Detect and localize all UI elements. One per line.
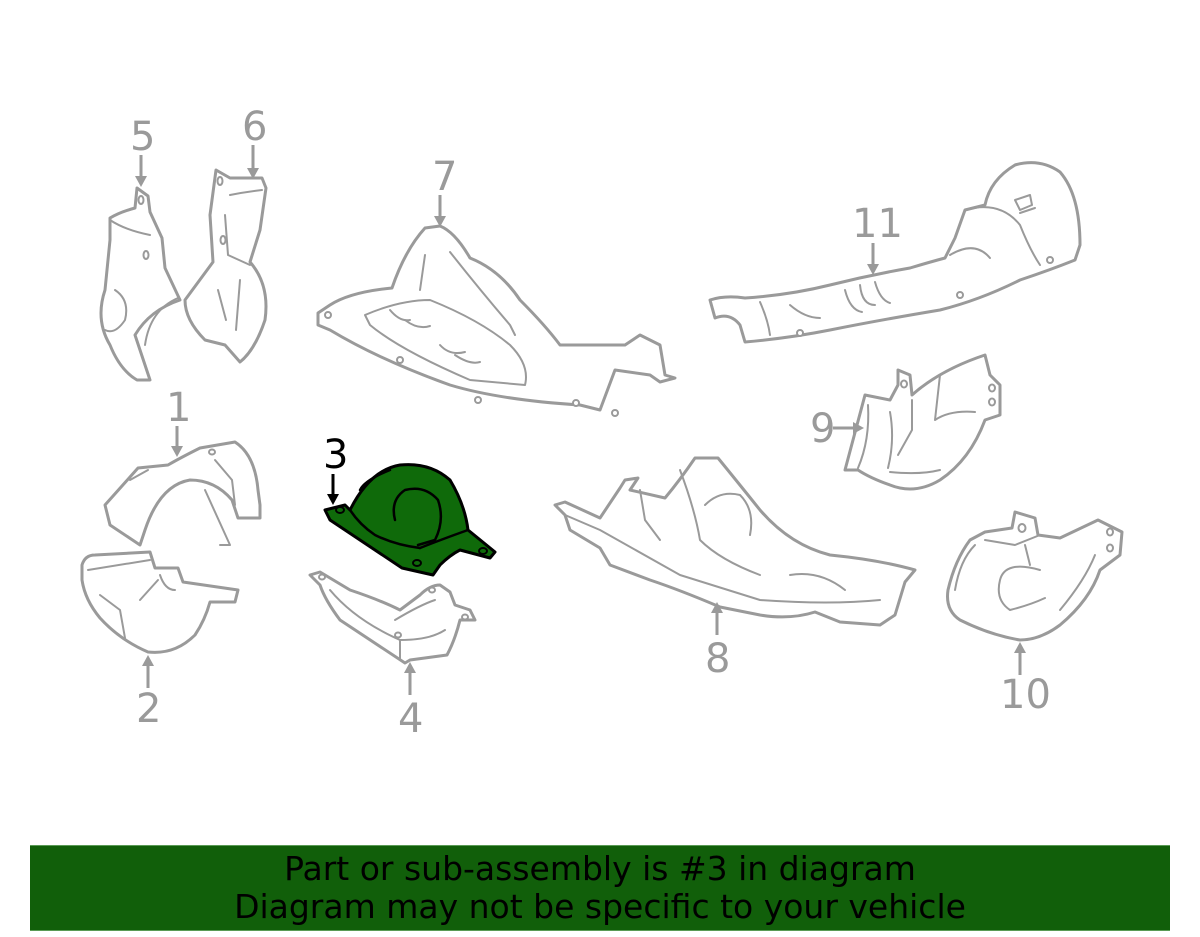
part-8-heat-shield[interactable] (553, 456, 917, 627)
part-5-heat-shield[interactable] (99, 186, 182, 382)
svg-text:4: 4 (398, 696, 423, 742)
part-4-heat-shield[interactable] (308, 570, 477, 665)
callout-8: 8 (705, 602, 730, 682)
svg-text:8: 8 (705, 636, 730, 682)
part-9-heat-shield[interactable] (843, 353, 1002, 491)
part-3-heat-shield-highlighted[interactable] (323, 463, 497, 577)
svg-text:5: 5 (130, 114, 155, 160)
svg-text:2: 2 (136, 686, 161, 732)
callout-3: 3 (323, 432, 348, 505)
callout-9: 9 (810, 406, 864, 452)
part-10-heat-shield[interactable] (946, 510, 1124, 642)
part-1-heat-shield[interactable] (103, 440, 262, 547)
banner-part-line: Part or sub-assembly is #3 in diagram (284, 849, 916, 888)
svg-text:10: 10 (1000, 672, 1051, 718)
callout-1: 1 (166, 385, 191, 457)
svg-text:9: 9 (810, 406, 835, 452)
svg-text:3: 3 (323, 432, 348, 478)
callout-6: 6 (242, 104, 267, 179)
part-11-heat-shield[interactable] (708, 161, 1082, 344)
part-info-banner: Part or sub-assembly is #3 in diagram Di… (30, 845, 1170, 931)
callout-10: 10 (1000, 642, 1051, 718)
part-7-heat-shield[interactable] (316, 224, 677, 417)
callout-2: 2 (136, 655, 161, 732)
svg-text:7: 7 (432, 154, 457, 200)
callout-4: 4 (398, 662, 423, 742)
banner-disclaimer-line: Diagram may not be specific to your vehi… (234, 887, 966, 926)
svg-text:6: 6 (242, 104, 267, 150)
callout-11: 11 (852, 201, 903, 275)
part-2-heat-shield[interactable] (80, 550, 240, 654)
svg-text:11: 11 (852, 201, 903, 247)
callout-5: 5 (130, 114, 155, 187)
part-6-heat-shield[interactable] (183, 168, 268, 364)
svg-text:1: 1 (166, 385, 191, 431)
callout-7: 7 (432, 154, 457, 227)
